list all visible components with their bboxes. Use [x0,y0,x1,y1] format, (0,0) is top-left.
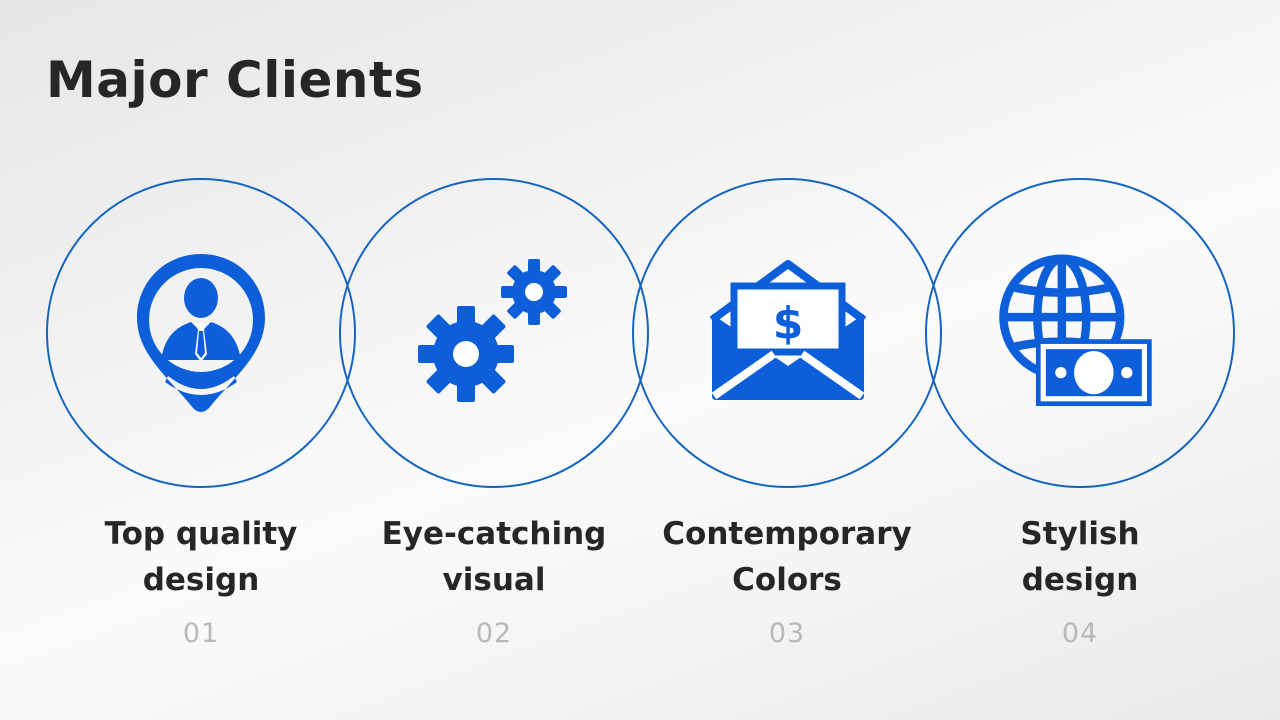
businessman-location-pin-icon [121,250,281,420]
feature-label-line-1: Eye-catching [381,516,607,552]
feature-number: 02 [475,618,513,649]
svg-text:$: $ [773,298,804,349]
feature-label-line-1: Contemporary [662,516,912,552]
slide-title: Major Clients [46,51,424,109]
gears-icon [414,250,574,420]
feature-label: Top quality design [46,511,356,603]
feature-label: Contemporary Colors [632,511,942,603]
money-envelope-icon: $ [708,250,868,420]
feature-number: 03 [768,618,806,649]
feature-number: 01 [182,618,220,649]
feature-ring [925,178,1235,488]
feature-label: Eye-catching visual [339,511,649,603]
feature-number: 04 [1061,618,1099,649]
feature-label-line-1: Stylish [1020,516,1140,552]
feature-item-4: Stylish design 04 [925,0,1235,720]
feature-label-line-2: design [142,562,260,598]
feature-label-line-2: Colors [732,562,842,598]
feature-label: Stylish design [925,511,1235,603]
feature-item-3: $ Contemporary Colors 03 [632,0,942,720]
feature-item-1: Top quality design 01 [46,0,356,720]
globe-banknote-icon [995,250,1155,420]
feature-item-2: Eye-catching visual 02 [339,0,649,720]
feature-label-line-2: visual [442,562,546,598]
feature-label-line-2: design [1021,562,1139,598]
feature-label-line-1: Top quality [104,516,298,552]
